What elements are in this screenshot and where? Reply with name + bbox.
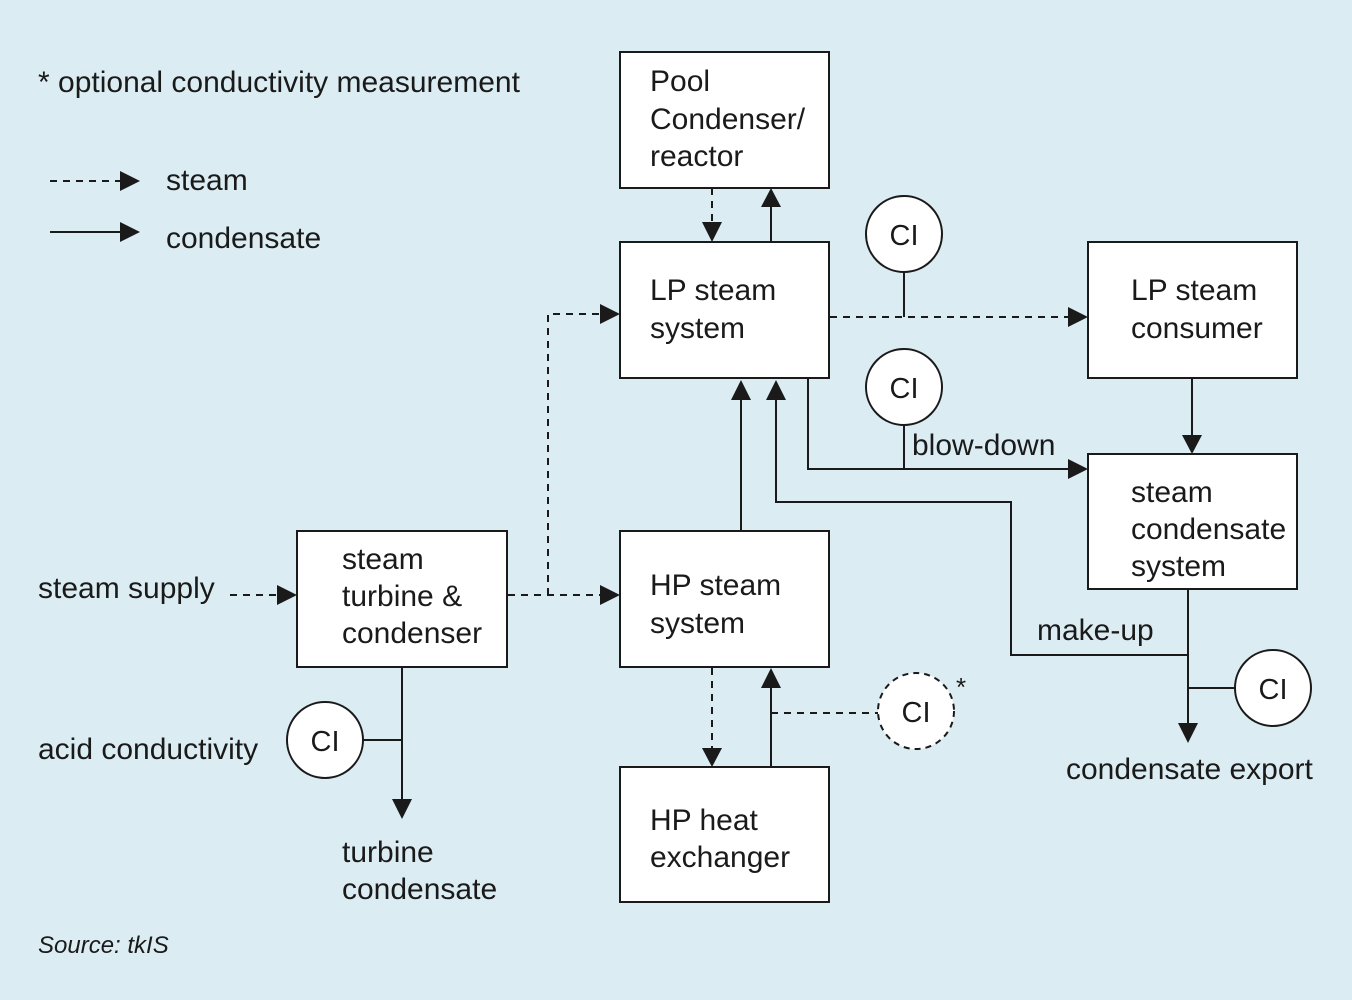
svg-text:LP steam: LP steam (1131, 274, 1257, 307)
ci-sensor-blow-down: CI (865, 348, 943, 426)
legend-steam-label: steam (166, 164, 248, 197)
svg-text:system: system (650, 312, 745, 345)
svg-text:turbine &: turbine & (342, 580, 462, 613)
lp-to-consumer-steam-flow (830, 307, 1088, 327)
pool-condenser-reactor-box: Pool Condenser/ reactor (619, 51, 830, 189)
svg-text:LP steam: LP steam (650, 274, 776, 307)
svg-text:condenser: condenser (342, 617, 482, 650)
legend-condensate-arrow (50, 222, 140, 242)
lp-to-pool-condensate-flow (761, 188, 781, 242)
svg-text:system: system (1131, 550, 1226, 583)
hp-heat-exchanger-box: HP heat exchanger (619, 766, 830, 903)
svg-text:steam: steam (1131, 476, 1213, 509)
consumer-to-condensate-flow (1182, 378, 1202, 454)
steam-turbine-condenser-box: steam turbine & condenser (296, 530, 508, 668)
hp-to-lp-flow (731, 380, 751, 531)
svg-text:CI: CI (902, 697, 931, 729)
turbine-condensate-flow (392, 668, 412, 819)
legend-steam-arrow (50, 171, 140, 191)
svg-text:reactor: reactor (650, 140, 743, 173)
turbine-condensate-label-2: condensate (342, 873, 497, 906)
svg-text:CI: CI (311, 726, 340, 758)
svg-text:HP heat: HP heat (650, 804, 759, 837)
legend-note: * optional conductivity measurement (38, 66, 521, 99)
acid-conductivity-label: acid conductivity (38, 733, 258, 766)
ci-sensor-optional-hp: CI * (877, 672, 966, 750)
svg-text:Pool: Pool (650, 65, 710, 98)
make-up-label: make-up (1037, 614, 1154, 647)
pool-to-lp-steam-flow (702, 188, 722, 242)
ci-sensor-condensate-export: CI (1234, 649, 1312, 727)
svg-text:CI: CI (1259, 674, 1288, 706)
condensate-export-flow (1178, 589, 1198, 743)
steam-supply-label: steam supply (38, 572, 215, 605)
turbine-to-hp-steam-flow (508, 585, 620, 605)
turbine-to-lp-steam-flow (547, 304, 620, 595)
turbine-condensate-label-1: turbine (342, 836, 434, 869)
make-up-flow (766, 380, 1188, 656)
lp-steam-system-box: LP steam system (619, 241, 830, 379)
svg-text:system: system (650, 607, 745, 640)
steam-condensate-system-box: steam condensate system (1087, 453, 1298, 590)
svg-text:condensate: condensate (1131, 513, 1286, 546)
optional-marker: * (956, 672, 966, 702)
svg-text:steam: steam (342, 543, 424, 576)
legend-condensate-label: condensate (166, 222, 321, 255)
source-caption: Source: tkIS (38, 932, 169, 959)
exchanger-to-hp-condensate-flow (761, 668, 781, 767)
svg-text:exchanger: exchanger (650, 841, 790, 874)
condensate-export-label: condensate export (1066, 753, 1314, 786)
lp-steam-consumer-box: LP steam consumer (1087, 241, 1298, 379)
svg-text:consumer: consumer (1131, 312, 1263, 345)
ci-sensor-acid-conductivity: CI (286, 701, 364, 779)
svg-text:HP steam: HP steam (650, 569, 781, 602)
blow-down-label: blow-down (912, 429, 1055, 462)
svg-text:CI: CI (890, 373, 919, 405)
svg-text:Condenser/: Condenser/ (650, 103, 806, 136)
hp-to-exchanger-steam-flow (702, 668, 722, 767)
ci-sensor-lp-steam: CI (865, 195, 943, 273)
steam-supply-flow (230, 585, 297, 605)
blow-down-flow (807, 378, 1088, 479)
svg-text:CI: CI (890, 220, 919, 252)
hp-steam-system-box: HP steam system (619, 530, 830, 668)
